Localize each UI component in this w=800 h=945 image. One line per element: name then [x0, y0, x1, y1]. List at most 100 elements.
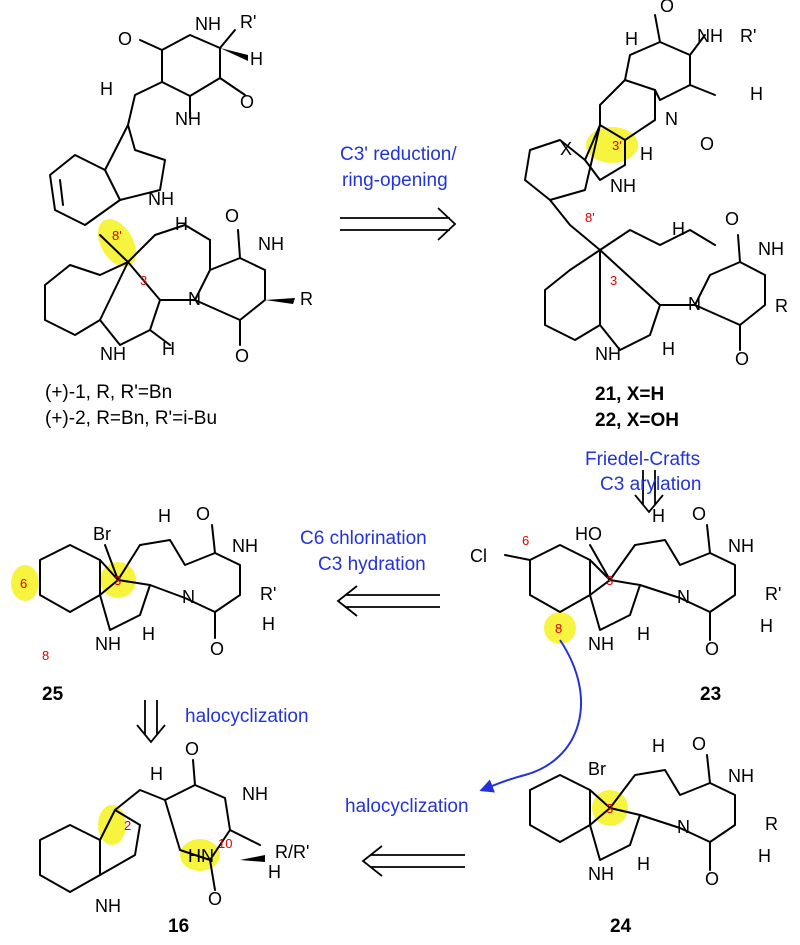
- compound-2-label: (+)-2, R=Bn, R'=i-Bu: [45, 408, 217, 429]
- compound-24-structure: Br O NH R N O NH H H H 3 24: [529, 734, 778, 937]
- atom-h: H: [262, 614, 275, 634]
- position-8p: 8': [112, 228, 122, 243]
- atom-cl: Cl: [470, 546, 487, 566]
- position-6: 6: [20, 576, 27, 591]
- compound-23-label: 23: [700, 684, 721, 705]
- atom-nh: NH: [595, 344, 621, 364]
- compound-22-label: 22, X=OH: [595, 410, 679, 431]
- position-3: 3: [610, 273, 617, 288]
- position-8: 8: [42, 648, 49, 663]
- atom-o: O: [225, 206, 239, 226]
- atom-h: H: [662, 339, 675, 359]
- atom-o: O: [118, 29, 132, 49]
- compound-1-label: (+)-1, R, R'=Bn: [45, 382, 172, 403]
- atom-h: H: [158, 506, 171, 526]
- atom-n: N: [688, 294, 701, 314]
- atom-o: O: [240, 92, 254, 112]
- compound-16-label: 16: [168, 916, 189, 937]
- position-3: 3: [606, 573, 613, 588]
- atom-r: R: [300, 289, 313, 309]
- atom-o: O: [208, 889, 222, 909]
- position-3: 3: [606, 801, 613, 816]
- atom-h: H: [175, 214, 188, 234]
- atom-h: H: [625, 29, 638, 49]
- atom-o: O: [692, 734, 706, 754]
- step-halocyclization-1: halocyclization: [185, 706, 309, 727]
- atom-n: N: [182, 587, 195, 607]
- atom-nh: NH: [242, 784, 268, 804]
- atom-n: N: [188, 289, 201, 309]
- atom-br: Br: [588, 759, 606, 779]
- atom-nh: NH: [258, 234, 284, 254]
- atom-nh: NH: [697, 26, 723, 46]
- atom-rp: R': [740, 26, 756, 46]
- highlight-c2: [98, 805, 126, 845]
- compound-24-label: 24: [610, 916, 632, 937]
- atom-nh: NH: [728, 766, 754, 786]
- atom-o: O: [660, 0, 674, 16]
- compound-21-label: 21, X=H: [595, 384, 664, 405]
- atom-nh: NH: [95, 896, 121, 916]
- step-c3-hydration: C3 hydration: [318, 554, 426, 575]
- atom-h: H: [268, 862, 281, 882]
- position-2: 2: [124, 818, 131, 833]
- atom-o: O: [210, 639, 224, 659]
- atom-o: O: [705, 869, 719, 889]
- atom-nh: NH: [175, 109, 201, 129]
- highlight-c8: [544, 612, 576, 644]
- atom-n: N: [665, 109, 678, 129]
- atom-hn: HN: [188, 846, 214, 866]
- atom-h: H: [162, 339, 175, 359]
- atom-r: R: [765, 814, 778, 834]
- atom-nh: NH: [588, 634, 614, 654]
- atom-n: N: [677, 817, 690, 837]
- atom-o: O: [705, 639, 719, 659]
- compound-1-2-structure: O NH R' H NH O H NH O NH N R O NH H H 8'…: [44, 12, 313, 429]
- step-friedel-crafts: Friedel-Crafts: [585, 449, 700, 470]
- position-8: 8: [555, 621, 562, 636]
- atom-nh: NH: [728, 536, 754, 556]
- atom-o: O: [196, 504, 210, 524]
- position-8p: 8': [585, 210, 595, 225]
- atom-h: H: [652, 736, 665, 756]
- position-3p: 3': [612, 138, 622, 153]
- atom-x: X: [560, 139, 572, 159]
- position-6: 6: [522, 533, 529, 548]
- retro-arrow-3: C6 chlorination C3 hydration: [300, 528, 440, 617]
- atom-nh: NH: [100, 344, 126, 364]
- atom-h: H: [100, 79, 113, 99]
- compound-25-label: 25: [42, 684, 64, 705]
- retro-arrow-4: halocyclization: [136, 700, 309, 744]
- compound-25-structure: Br O NH R' N O NH H H H 6 3 8 25: [11, 504, 276, 705]
- atom-h: H: [150, 764, 163, 784]
- atom-h: H: [672, 219, 685, 239]
- atom-n: N: [677, 587, 690, 607]
- atom-r: R: [775, 296, 788, 316]
- atom-o: O: [185, 739, 199, 759]
- atom-h: H: [637, 854, 650, 874]
- position-3: 3: [140, 273, 147, 288]
- atom-h: H: [637, 624, 650, 644]
- step-halocyclization-2: halocyclization: [345, 796, 469, 817]
- retro-arrow-2: Friedel-Crafts C3 arylation: [585, 449, 701, 514]
- atom-nh: NH: [588, 864, 614, 884]
- atom-h: H: [760, 616, 773, 636]
- atom-o: O: [235, 346, 249, 366]
- step-c3-arylation: C3 arylation: [600, 474, 701, 495]
- atom-o: O: [725, 209, 739, 229]
- atom-rp: R': [260, 584, 276, 604]
- highlight-c8p-bond: [98, 219, 136, 267]
- atom-o: O: [692, 504, 706, 524]
- atom-nh: NH: [232, 536, 258, 556]
- position-3: 3: [114, 573, 121, 588]
- compound-23-structure: Cl HO O NH R' N O NH H H H 6 3 8 23: [470, 504, 781, 705]
- atom-h: H: [652, 506, 665, 526]
- step-c3p-reduction: C3' reduction/: [340, 144, 457, 165]
- atom-h: H: [142, 624, 155, 644]
- atom-rp: R': [765, 584, 781, 604]
- atom-nh: NH: [148, 189, 174, 209]
- atom-h: H: [758, 846, 771, 866]
- atom-h: H: [250, 49, 263, 69]
- atom-rp: R': [240, 12, 256, 32]
